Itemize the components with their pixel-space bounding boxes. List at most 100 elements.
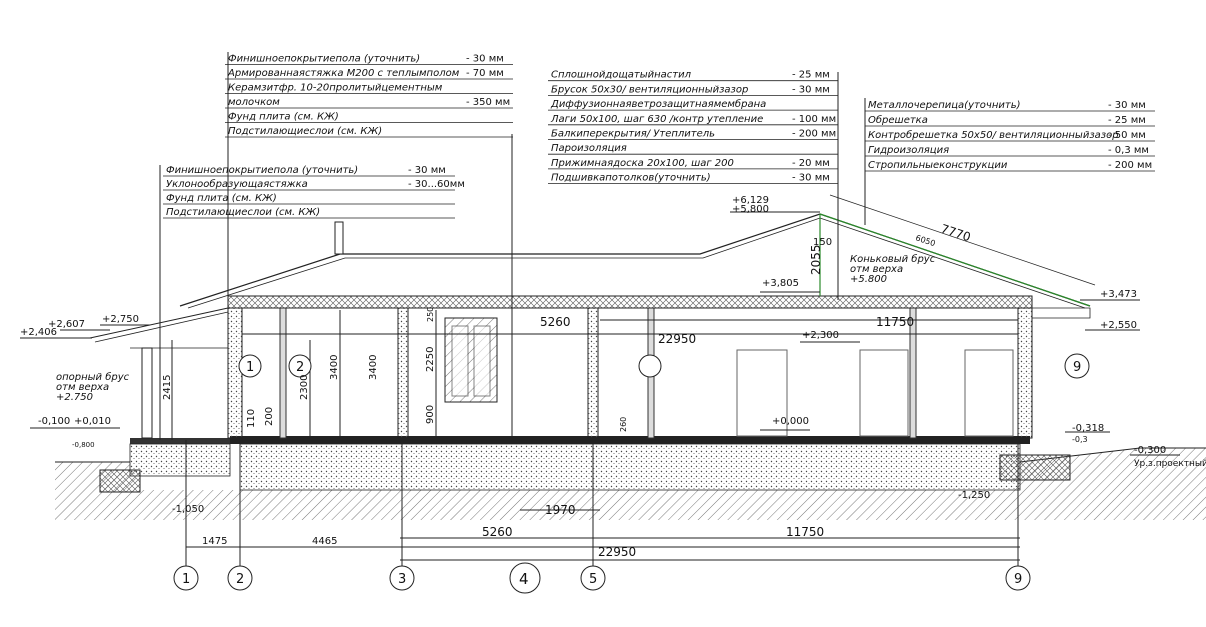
note-row-text: Балкиперекрытия/ Утеплитель: [551, 129, 715, 140]
support-beam-line1: опорный брус: [56, 371, 130, 383]
note-row-text: Гидроизоляция: [868, 145, 949, 156]
layer-notes: Финишноепокрытиепола (уточнить)- 30 ммАр…: [163, 54, 1155, 219]
note-row-text: Фунд плита (см. КЖ): [166, 193, 277, 204]
dim-porch-2415: 2415: [162, 375, 173, 400]
level-ground-right-2: -0,3: [1072, 435, 1088, 444]
ridge-beam-line2: отм верха: [850, 264, 903, 275]
dim-wall-3400b: 3400: [368, 355, 379, 380]
partition-1: [279, 307, 287, 439]
level-ground-right: -0,318: [1072, 423, 1104, 434]
roof: [89, 194, 1096, 343]
level-porch-eave: +2,750: [102, 314, 139, 325]
note-row-text: Сплошнойдощатыйнастил: [551, 70, 692, 81]
dim-1970: 1970: [545, 503, 576, 517]
dim-bottom-5260: 5260: [482, 525, 513, 539]
dim-inner-11750: 11750: [876, 315, 914, 329]
level-foot-right: -1,250: [958, 490, 990, 501]
level-proj-ground: -0,300: [1134, 445, 1166, 456]
axis-label-2-inner: 2: [296, 360, 304, 375]
axis-label-5: 5: [589, 572, 597, 587]
note-row-text: Металлочерепица(уточнить): [868, 100, 1021, 111]
dim-bottom-1475: 1475: [202, 536, 227, 547]
wall-axis-2: [227, 307, 243, 439]
note-row-text: Диффузионнаяветрозащитнаямембрана: [550, 98, 766, 110]
ridge-beam-line1: Коньковый брус: [850, 253, 936, 265]
note-row-text: Фунд плита (см. КЖ): [228, 112, 339, 123]
level-ridge: +5,800: [732, 204, 769, 215]
axis-label-9-inner: 9: [1073, 360, 1081, 375]
level-markers: [20, 211, 1180, 456]
dim-bottom-11750: 11750: [786, 525, 824, 539]
note-row-text: Лаги 50х100, шаг 630 /контр утепление: [550, 114, 763, 125]
dim-150: 150: [813, 237, 832, 248]
level-attic: +3,805: [762, 278, 799, 289]
level-porch-low: +2,406: [20, 327, 57, 338]
note-row-value: - 350 мм: [466, 97, 510, 108]
axis-markers: [173, 353, 1090, 594]
door-1: [736, 349, 788, 437]
level-right-low: +2,550: [1100, 320, 1137, 331]
roof-length: 7770: [939, 222, 972, 245]
note-row-value: - 50 мм: [1108, 130, 1146, 141]
note-row-text: Подшивкапотолков(уточнить): [551, 173, 711, 184]
note-row-text: Обрешетка: [868, 114, 928, 126]
level-eave-right: +3,473: [1100, 289, 1137, 300]
porch-slab: [130, 438, 230, 444]
dim-window-250: 250: [426, 307, 435, 322]
level-floor: +0,000: [772, 416, 809, 427]
note-row-text: Подстилающиеслои (см. КЖ): [228, 126, 382, 137]
dim-bottom-4465: 4465: [312, 536, 337, 547]
dim-200: 200: [264, 407, 275, 426]
note-row-text: Армированнаястяжка М200 с теплымполом: [227, 68, 460, 79]
proj-ground-label: Ур.з.проектный: [1134, 459, 1206, 469]
dim-110: 110: [246, 409, 257, 428]
note-row-value: - 200 мм: [792, 129, 836, 140]
note-row-text: Пароизоляция: [551, 143, 627, 154]
dim-inner-22950: 22950: [658, 332, 696, 346]
ceiling-slab: [227, 295, 1033, 309]
dim-bottom-22950: 22950: [598, 545, 636, 559]
level-ceiling: +2,300: [802, 330, 839, 341]
gravel-fill: [239, 443, 1021, 491]
note-row-value: - 30 мм: [792, 173, 830, 184]
axis-label-2: 2: [236, 572, 244, 587]
porch-post: [141, 347, 153, 439]
support-beam-line3: +2.750: [56, 392, 93, 403]
window: [444, 317, 498, 403]
note-row-value: - 0,3 мм: [1108, 145, 1149, 156]
note-row-value: - 30 мм: [792, 84, 830, 95]
dim-2055: 2055: [809, 244, 823, 275]
support-beam-line2: отм верха: [56, 382, 109, 393]
note-row-value: - 100 мм: [792, 114, 836, 125]
wall-axis-5: [587, 307, 599, 439]
note-row-value: - 25 мм: [1108, 115, 1146, 126]
level-porch-ground: -0,100: [38, 416, 70, 427]
note-row-value: - 20 мм: [792, 158, 830, 169]
note-row-value: - 30 мм: [408, 165, 446, 176]
door-3: [964, 349, 1014, 437]
rafter-length: 6050: [914, 233, 936, 248]
axis-label-3: 3: [398, 572, 406, 587]
level-porch-floor: +0,010: [74, 416, 111, 427]
axis-label-9: 9: [1014, 572, 1022, 587]
note-row-value: - 200 мм: [1108, 160, 1152, 171]
note-row-text: Брусок 50х30/ вентиляционныйзазор: [551, 84, 748, 95]
axis-label-1: 1: [182, 572, 190, 587]
wall-axis-9: [1017, 307, 1033, 439]
floor-slab: [230, 436, 1030, 444]
chimney: [334, 221, 344, 255]
level-porch-top: +2,607: [48, 319, 85, 330]
dim-260: 260: [619, 417, 628, 432]
wall-axis-3: [397, 307, 409, 439]
level-ridge-top: +6,129: [732, 195, 769, 206]
note-row-text: Подстилающиеслои (см. КЖ): [166, 207, 320, 218]
note-row-value: - 70 мм: [466, 68, 504, 79]
note-row-text: Прижимнаядоска 20х100, шаг 200: [551, 158, 734, 169]
dim-door-2300: 2300: [299, 375, 310, 400]
dim-inner-5260: 5260: [540, 315, 571, 329]
note-row-value: - 30 мм: [466, 54, 504, 65]
note-row-value: - 30...60мм: [408, 179, 465, 190]
footing-left: [99, 469, 141, 493]
